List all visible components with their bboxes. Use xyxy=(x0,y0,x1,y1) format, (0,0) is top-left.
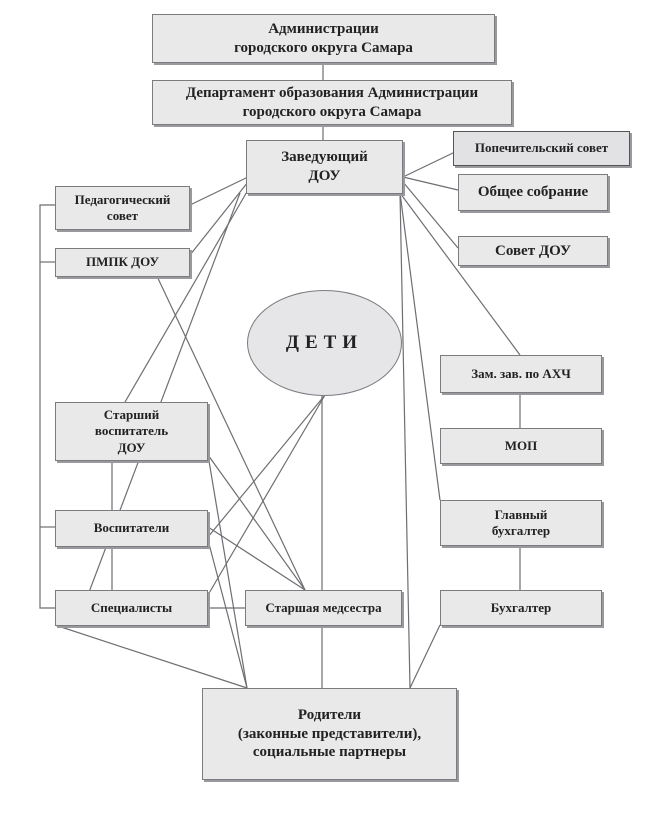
deputy-ahch-box: Зам. зав. по АХЧ xyxy=(440,355,602,393)
head-box: Заведующий ДОУ xyxy=(246,140,403,194)
pmpk-box: ПМПК ДОУ xyxy=(55,248,190,277)
trustees-box: Попечительский совет xyxy=(453,131,630,166)
admin-box: Администрации городского округа Самара xyxy=(152,14,495,63)
chief-accountant-box: Главный бухгалтер xyxy=(440,500,602,546)
dou-council-box: Совет ДОУ xyxy=(458,236,608,266)
specialists-box: Специалисты xyxy=(55,590,208,626)
parents-box: Родители (законные представители), социа… xyxy=(202,688,457,780)
senior-nurse-box: Старшая медсестра xyxy=(245,590,402,626)
mop-box: МОП xyxy=(440,428,602,464)
senior-educator-box: Старший воспитатель ДОУ xyxy=(55,402,208,461)
educators-box: Воспитатели xyxy=(55,510,208,547)
general-meeting-box: Общее собрание xyxy=(458,174,608,211)
department-box: Департамент образования Администрации го… xyxy=(152,80,512,125)
accountant-box: Бухгалтер xyxy=(440,590,602,626)
children-ellipse: ДЕТИ xyxy=(247,290,402,396)
pedagogical-council-box: Педагогический совет xyxy=(55,186,190,230)
